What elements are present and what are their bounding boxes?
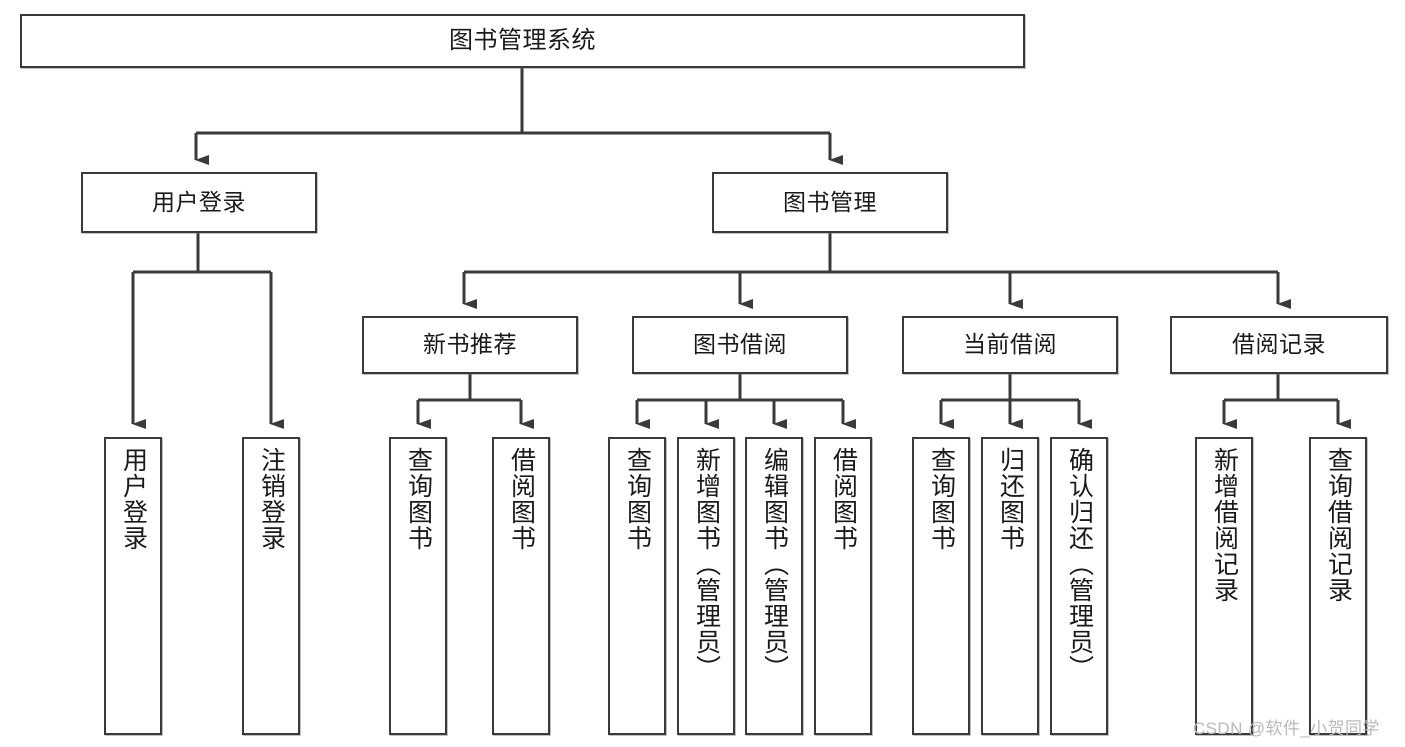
node-book-manage[interactable]: 图书管理 [712,172,948,233]
node-user-login-label: 用户登录 [152,188,246,215]
node-root-label: 图书管理系统 [449,26,596,54]
node-leaf-query-book-1-label: 查询图书 [404,447,433,551]
node-current-borrow[interactable]: 当前借阅 [902,316,1118,374]
node-leaf-edit-book[interactable]: 编辑图书（管理员） [745,437,803,735]
node-new-book-rec[interactable]: 新书推荐 [362,316,578,374]
node-leaf-logout[interactable]: 注销登录 [242,437,300,735]
node-borrow-record-label: 借阅记录 [1232,331,1326,358]
node-leaf-return-book[interactable]: 归还图书 [981,437,1039,735]
csdn-watermark: CSDN @软件_小贺同学 [1193,719,1380,738]
node-leaf-edit-book-label: 编辑图书（管理员） [760,447,789,681]
node-leaf-add-record[interactable]: 新增借阅记录 [1195,437,1253,735]
node-book-manage-label: 图书管理 [783,188,877,215]
node-leaf-borrow-book-1[interactable]: 借阅图书 [492,437,550,735]
node-leaf-logout-label: 注销登录 [257,447,286,551]
node-leaf-query-book-2[interactable]: 查询图书 [608,437,666,735]
node-leaf-return-book-label: 归还图书 [996,447,1025,551]
node-leaf-user-login-label: 用户登录 [119,447,148,551]
node-current-borrow-label: 当前借阅 [963,331,1057,358]
node-leaf-borrow-book-2-label: 借阅图书 [829,447,858,551]
node-leaf-user-login[interactable]: 用户登录 [104,437,162,735]
node-leaf-query-book-1[interactable]: 查询图书 [389,437,447,735]
node-user-login[interactable]: 用户登录 [81,172,317,233]
node-root[interactable]: 图书管理系统 [20,14,1025,68]
node-leaf-query-book-2-label: 查询图书 [623,447,652,551]
node-leaf-confirm-return-label: 确认归还（管理员） [1065,447,1094,681]
node-leaf-add-book-label: 新增图书（管理员） [692,447,721,681]
node-leaf-add-record-label: 新增借阅记录 [1210,447,1239,603]
node-book-borrow[interactable]: 图书借阅 [632,316,848,374]
node-leaf-query-book-3-label: 查询图书 [927,447,956,551]
node-leaf-query-record[interactable]: 查询借阅记录 [1309,437,1367,735]
node-new-book-rec-label: 新书推荐 [423,331,517,358]
node-leaf-borrow-book-1-label: 借阅图书 [507,447,536,551]
node-leaf-query-record-label: 查询借阅记录 [1324,447,1353,603]
node-leaf-query-book-3[interactable]: 查询图书 [912,437,970,735]
node-borrow-record[interactable]: 借阅记录 [1170,316,1388,374]
node-book-borrow-label: 图书借阅 [693,331,787,358]
node-leaf-confirm-return[interactable]: 确认归还（管理员） [1050,437,1108,735]
node-leaf-add-book[interactable]: 新增图书（管理员） [677,437,735,735]
node-leaf-borrow-book-2[interactable]: 借阅图书 [814,437,872,735]
